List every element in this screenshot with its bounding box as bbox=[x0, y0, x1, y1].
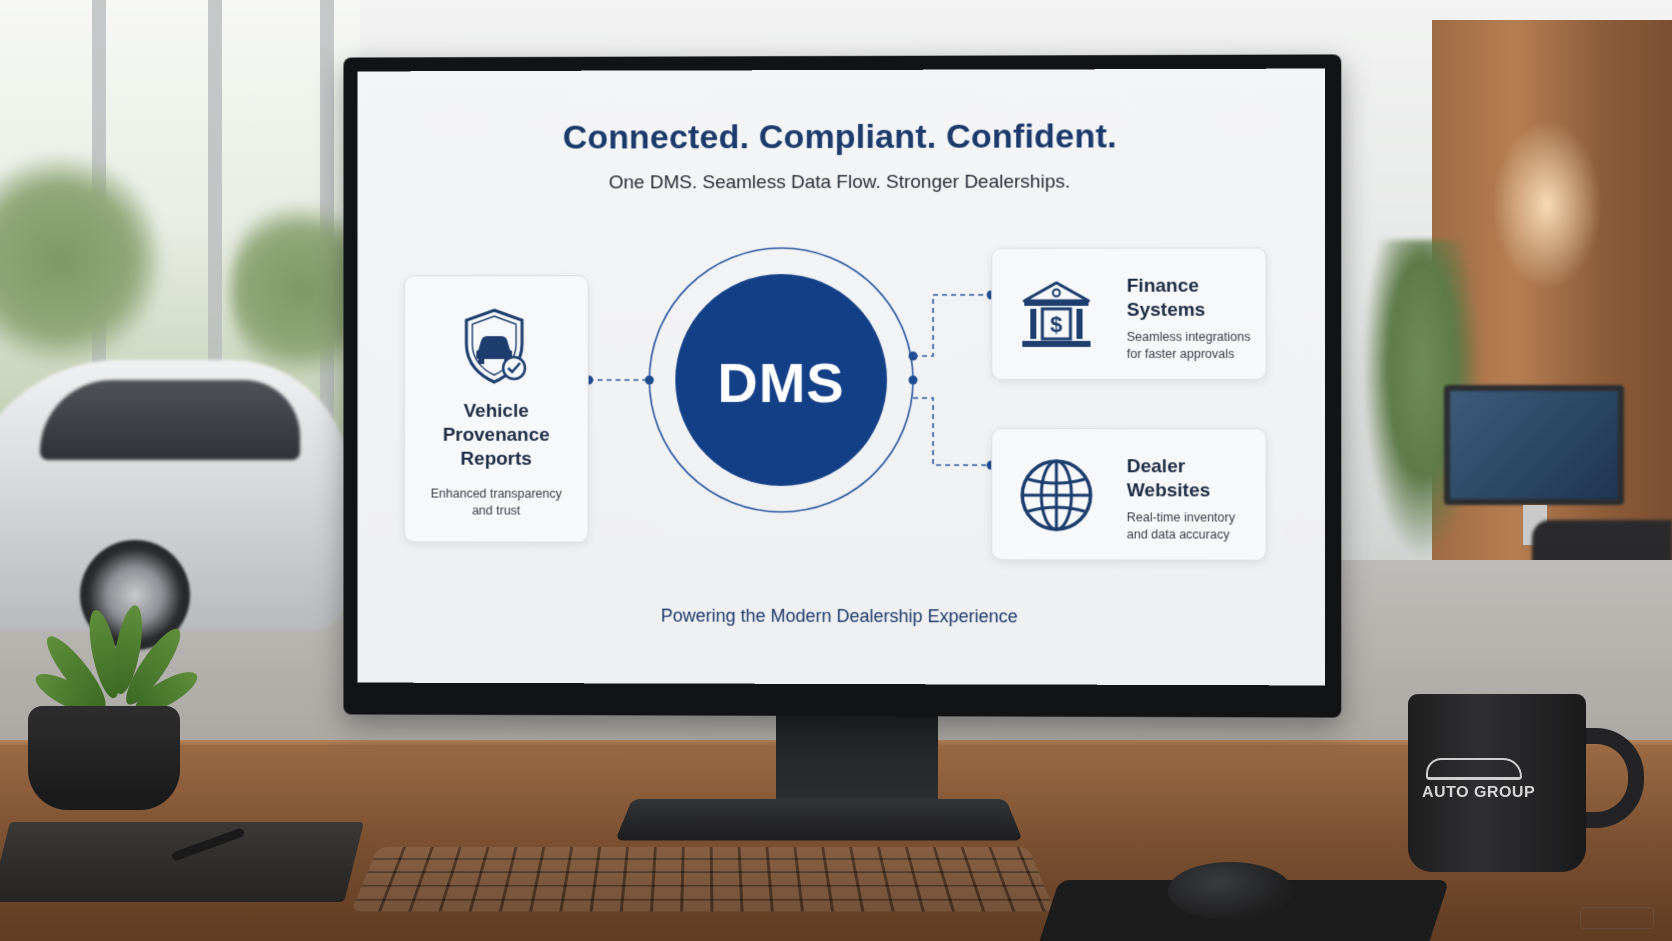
card-title: Finance Systems bbox=[1126, 275, 1206, 321]
bank-dollar-icon: $ bbox=[1018, 277, 1094, 353]
computer-mouse[interactable] bbox=[1168, 862, 1292, 920]
card-description: Seamless integrations for faster approva… bbox=[1126, 329, 1251, 361]
card-vehicle-provenance[interactable]: Vehicle Provenance Reports Enhanced tran… bbox=[403, 275, 589, 543]
dms-hub-circle bbox=[675, 273, 888, 487]
svg-text:$: $ bbox=[1050, 312, 1062, 337]
plant-pot bbox=[28, 706, 180, 810]
car-outline-icon bbox=[1426, 758, 1522, 780]
monitor-stand-neck bbox=[776, 704, 938, 808]
card-description: Real-time inventory and data accuracy bbox=[1126, 510, 1236, 542]
connector-finance bbox=[913, 295, 991, 356]
dms-hub-label: DMS bbox=[717, 350, 845, 415]
wall-light bbox=[1492, 120, 1602, 290]
card-title: Vehicle Provenance Reports bbox=[442, 400, 550, 470]
watermark-logo bbox=[1580, 907, 1654, 929]
globe-icon bbox=[1018, 457, 1094, 533]
shield-car-check-icon bbox=[462, 306, 532, 388]
monitor-screen: Connected. Compliant. Confident. One DMS… bbox=[357, 68, 1326, 686]
connector-node bbox=[907, 375, 917, 385]
card-finance-systems[interactable]: $ Finance Systems Seamless integrations … bbox=[991, 247, 1267, 381]
connector-node bbox=[644, 375, 654, 385]
footer-tagline: Powering the Modern Dealership Experienc… bbox=[660, 605, 1018, 627]
monitor-stand-base bbox=[615, 799, 1023, 841]
tree-blur bbox=[0, 150, 160, 370]
card-title: Dealer Websites bbox=[1126, 456, 1211, 502]
card-dealer-websites[interactable]: Dealer Websites Real-time inventory and … bbox=[991, 428, 1267, 561]
connector-dealer bbox=[913, 398, 991, 465]
notebook bbox=[0, 822, 364, 902]
card-description: Enhanced transparency and trust bbox=[430, 486, 562, 518]
background-monitor bbox=[1444, 385, 1624, 505]
car-window bbox=[40, 380, 300, 460]
connector-node bbox=[907, 351, 917, 361]
mug-logo-text: AUTO GROUP bbox=[1422, 784, 1536, 801]
keyboard[interactable] bbox=[350, 847, 1056, 912]
coffee-mug bbox=[1408, 694, 1586, 872]
